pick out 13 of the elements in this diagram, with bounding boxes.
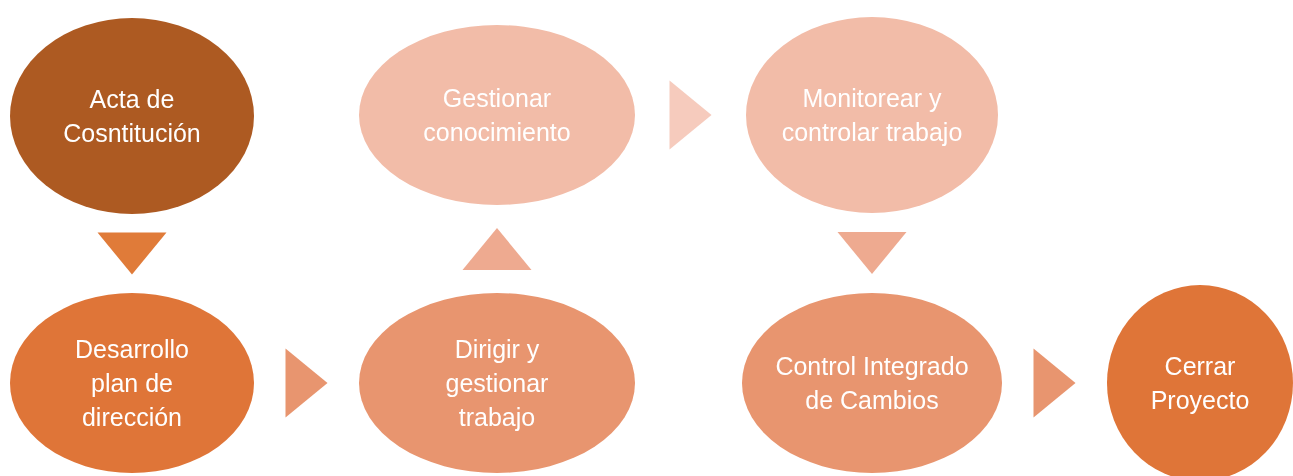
chevron-arrow [669,80,712,150]
node-label: Desarrollo plan de dirección [74,334,190,433]
chevron-arrow [1033,348,1076,418]
chevron-arrow [462,228,532,270]
node-label: Cerrar Proyecto [1149,351,1251,416]
node-label: Monitorear y controlar trabajo [780,83,964,148]
node-label: Gestionar conocimiento [422,83,572,148]
chevron-arrow [837,232,907,274]
node-label: Acta de Cosntitución [62,84,202,149]
chevron-arrow [285,348,328,418]
node-label: Control Integrado de Cambios [774,351,970,416]
node-label: Dirigir y gestionar trabajo [444,334,550,433]
chevron-arrow [97,232,167,275]
